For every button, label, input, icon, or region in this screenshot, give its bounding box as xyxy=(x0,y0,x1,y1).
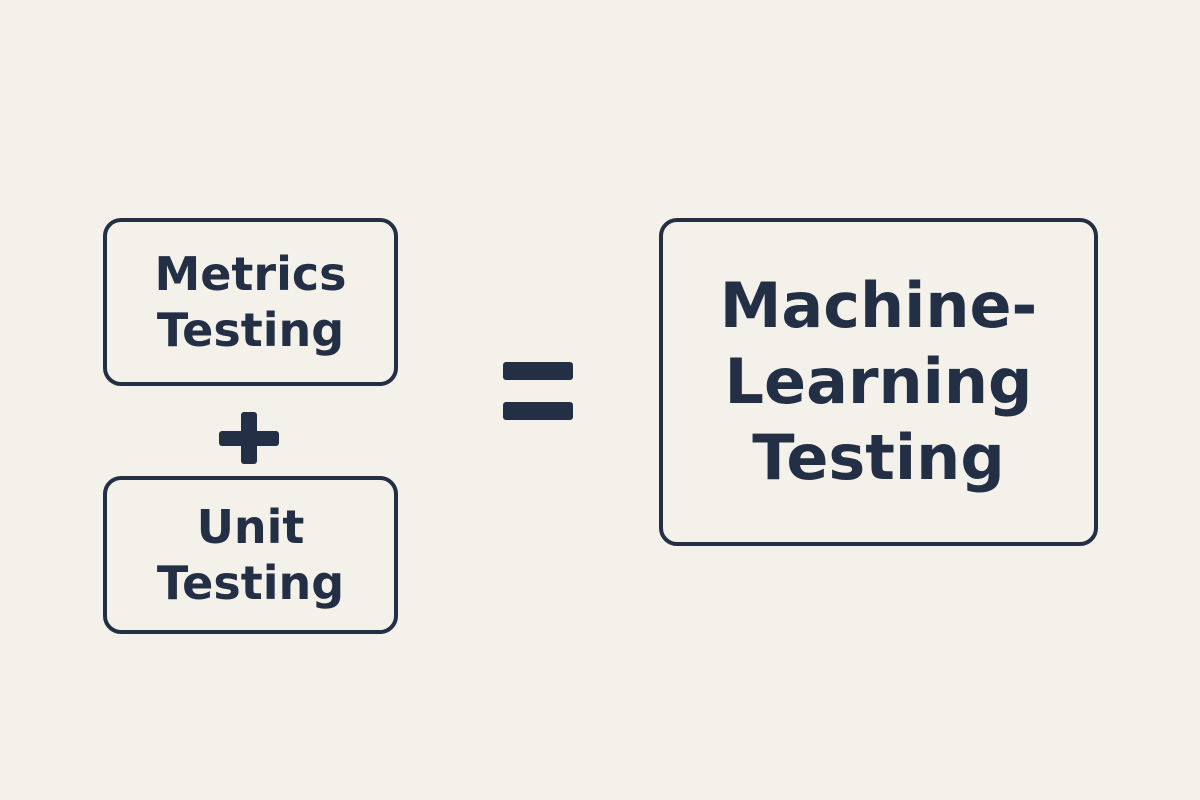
equals-bottom-bar xyxy=(503,402,573,420)
ml-testing-line-1: Machine- xyxy=(719,269,1038,342)
plus-vertical-bar xyxy=(241,412,257,464)
unit-testing-box: Unit Testing xyxy=(103,476,398,634)
ml-testing-line-2: Learning xyxy=(724,345,1033,418)
machine-learning-testing-box: Machine- Learning Testing xyxy=(659,218,1098,546)
metrics-testing-line-2: Testing xyxy=(156,303,345,357)
unit-testing-line-1: Unit xyxy=(196,500,305,554)
ml-testing-line-3: Testing xyxy=(752,421,1005,494)
plus-icon xyxy=(219,412,279,464)
metrics-testing-box: Metrics Testing xyxy=(103,218,398,386)
unit-testing-line-2: Testing xyxy=(156,556,345,610)
equals-top-bar xyxy=(503,362,573,380)
equals-icon xyxy=(503,362,573,420)
metrics-testing-line-1: Metrics xyxy=(154,247,347,301)
